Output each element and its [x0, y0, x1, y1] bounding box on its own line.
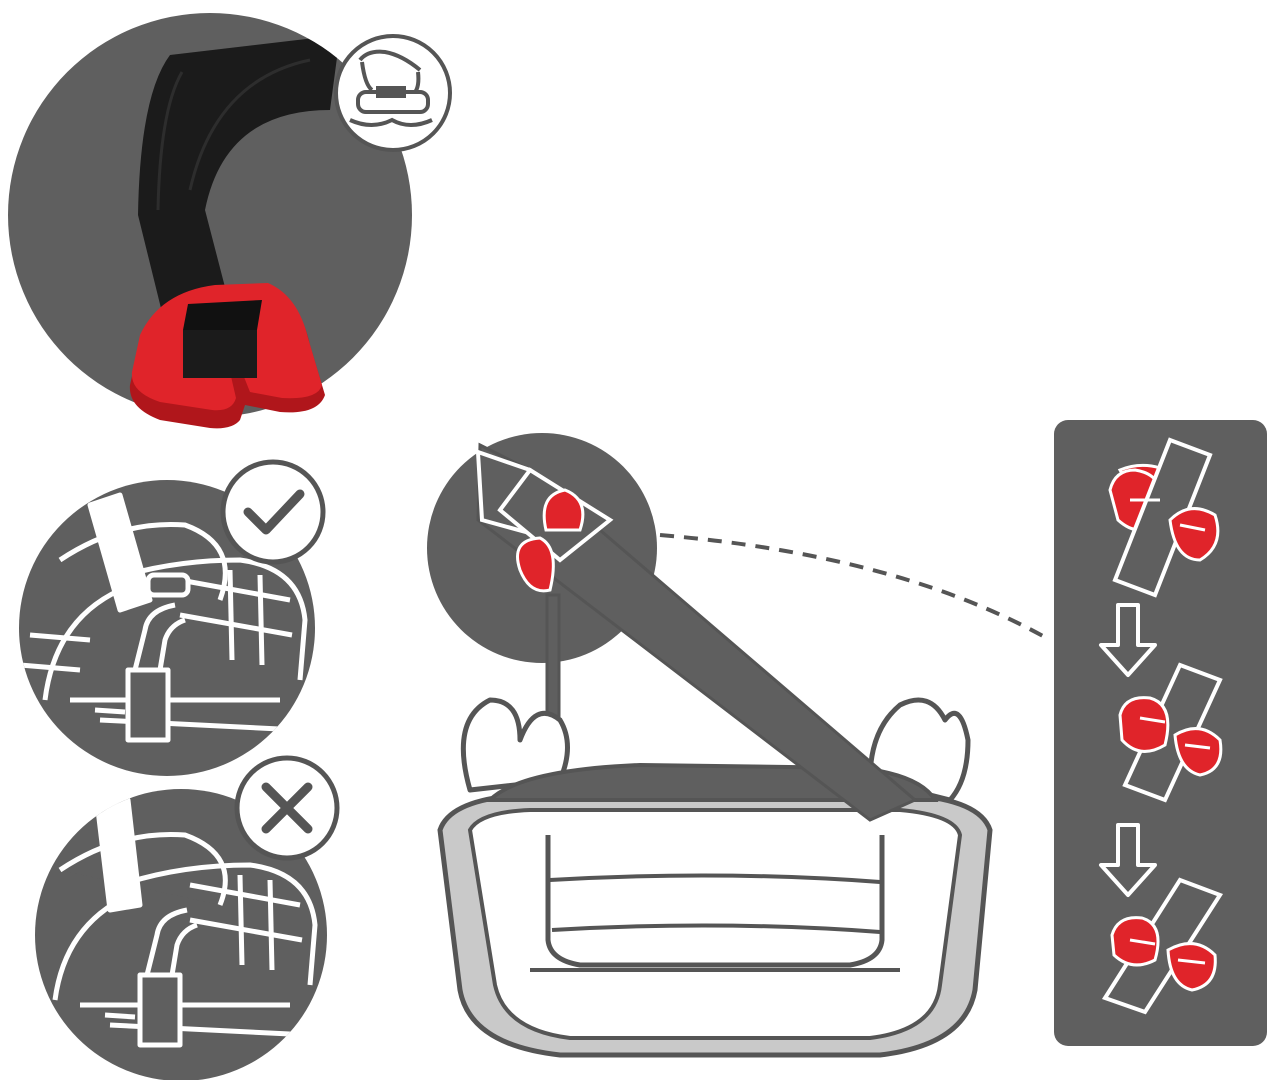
booster-seat-diagram-panel — [427, 433, 1051, 1058]
seat-clip-icon — [334, 34, 452, 152]
photo-background-circle — [8, 13, 412, 417]
red-belt-clip — [129, 283, 325, 429]
threading-step-1 — [1108, 437, 1220, 598]
threading-step-2 — [1118, 662, 1223, 803]
dashed-connector — [659, 533, 1051, 642]
cross-icon — [234, 755, 340, 861]
strap-clip-photo-panel — [8, 13, 452, 429]
down-arrow-icon — [1099, 823, 1157, 897]
red-clip-zoom — [516, 488, 585, 593]
clip-threading-steps-panel — [1054, 420, 1267, 1046]
booster-seat-body — [437, 762, 993, 1058]
booster-armrest-left — [460, 697, 570, 793]
check-icon — [220, 459, 326, 565]
down-arrow-icon — [1099, 603, 1157, 677]
correct-routing-panel — [19, 459, 326, 776]
black-strap — [138, 35, 340, 365]
incorrect-routing-panel — [35, 755, 340, 1080]
threading-step-3 — [1101, 877, 1224, 1015]
